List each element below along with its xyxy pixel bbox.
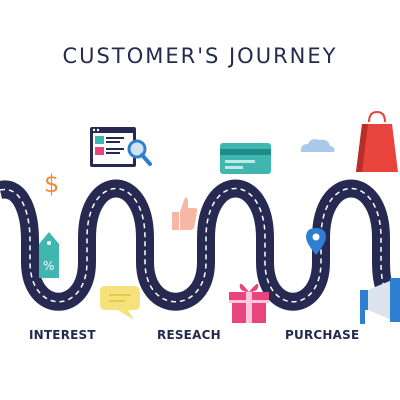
stage-label-research: RESEACH — [157, 328, 221, 342]
cloud-icon — [300, 139, 335, 152]
stage-label-interest: INTEREST — [29, 328, 96, 342]
megaphone-icon — [360, 278, 400, 324]
shopping-bag-icon — [356, 110, 398, 172]
speech-bubble-icon — [100, 286, 140, 320]
stage-label-purchase: PURCHASE — [285, 328, 360, 342]
dollar-icon: $ — [44, 170, 59, 198]
page-title: CUSTOMER'S JOURNEY — [62, 44, 338, 68]
thumbs-up-icon — [172, 197, 198, 230]
credit-card-icon — [220, 143, 271, 174]
winding-road — [0, 179, 400, 311]
gift-box-icon — [229, 283, 269, 323]
price-tag-icon: % — [39, 232, 59, 278]
price-tag-percent: % — [43, 259, 54, 273]
location-pin-icon — [306, 228, 326, 255]
browser-search-icon — [90, 127, 152, 167]
